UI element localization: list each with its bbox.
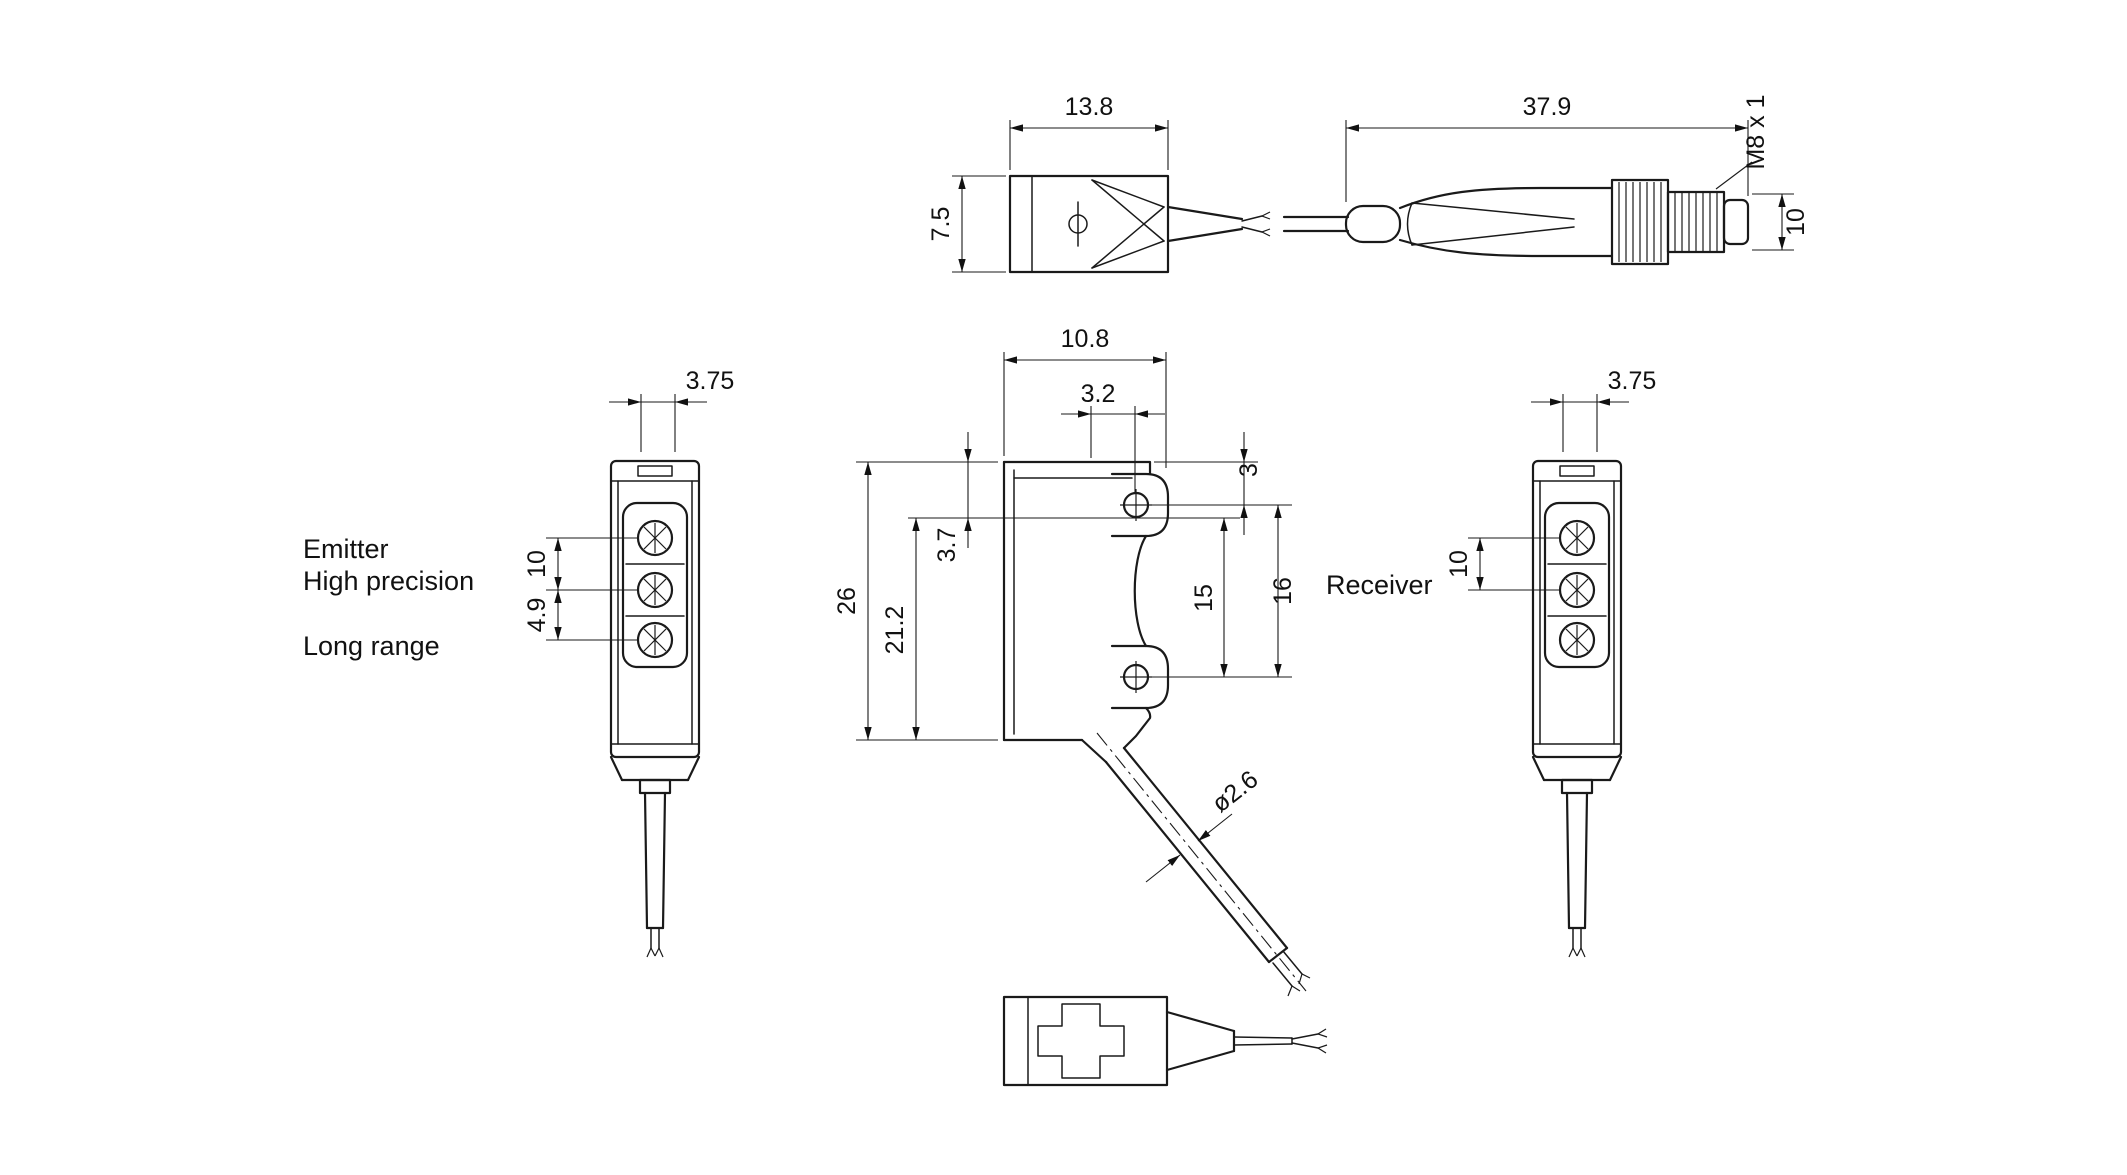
bottom-view-cable bbox=[1165, 1010, 1328, 1072]
dim-side-width: 10.8 bbox=[1061, 325, 1110, 353]
dim-connector-diameter: 10 bbox=[1782, 208, 1810, 236]
dim-emitter-spacing-upper: 10 bbox=[523, 550, 551, 578]
emitter-body bbox=[609, 459, 701, 959]
dim-side-height: 26 bbox=[833, 587, 861, 615]
label-receiver: Receiver bbox=[1326, 570, 1433, 600]
dim-side-hole-spacing: 15 bbox=[1190, 584, 1218, 612]
dim-side-axis-offset: 3.7 bbox=[933, 528, 961, 563]
emitter-view: 3.75 10 4.9 Emitter High precision Long … bbox=[303, 367, 735, 959]
receiver-body bbox=[1531, 459, 1623, 959]
bottom-view bbox=[1002, 995, 1328, 1087]
mounting-hole-top bbox=[1120, 489, 1152, 521]
dim-connector-thread: M8 x 1 bbox=[1742, 94, 1770, 169]
dim-emitter-spacing-lower: 4.9 bbox=[523, 598, 551, 633]
side-view: 10.8 3.2 26 21.2 3.7 3 15 16 bbox=[833, 325, 1311, 997]
dim-receiver-face-width: 3.75 bbox=[1608, 367, 1657, 395]
top-view: 13.8 7.5 bbox=[927, 93, 1271, 274]
dim-emitter-face-width: 3.75 bbox=[686, 367, 735, 395]
top-view-cable bbox=[1166, 205, 1271, 243]
dim-side-top-to-hole: 3 bbox=[1235, 463, 1263, 477]
side-view-cable bbox=[1096, 732, 1311, 997]
dim-side-inner-height: 21.2 bbox=[881, 606, 909, 655]
dim-side-hole-offset: 3.2 bbox=[1081, 380, 1116, 408]
dim-top-width: 13.8 bbox=[1065, 93, 1114, 121]
dim-connector-length: 37.9 bbox=[1523, 93, 1572, 121]
dim-side-hole-spacing-outer: 16 bbox=[1269, 577, 1297, 605]
dim-top-height: 7.5 bbox=[927, 207, 955, 242]
label-emitter: Emitter bbox=[303, 534, 389, 564]
label-long-range: Long range bbox=[303, 631, 440, 661]
mounting-hole-bottom bbox=[1120, 661, 1152, 693]
dim-receiver-spacing: 10 bbox=[1445, 550, 1473, 578]
label-high-precision: High precision bbox=[303, 566, 474, 596]
mounting-slot bbox=[1037, 1003, 1125, 1079]
connector-view: 37.9 M8 x 1 10 bbox=[1282, 93, 1810, 266]
receiver-view: 3.75 10 Receiver bbox=[1326, 367, 1657, 959]
dim-cable-diameter: ø2.6 bbox=[1207, 765, 1264, 818]
